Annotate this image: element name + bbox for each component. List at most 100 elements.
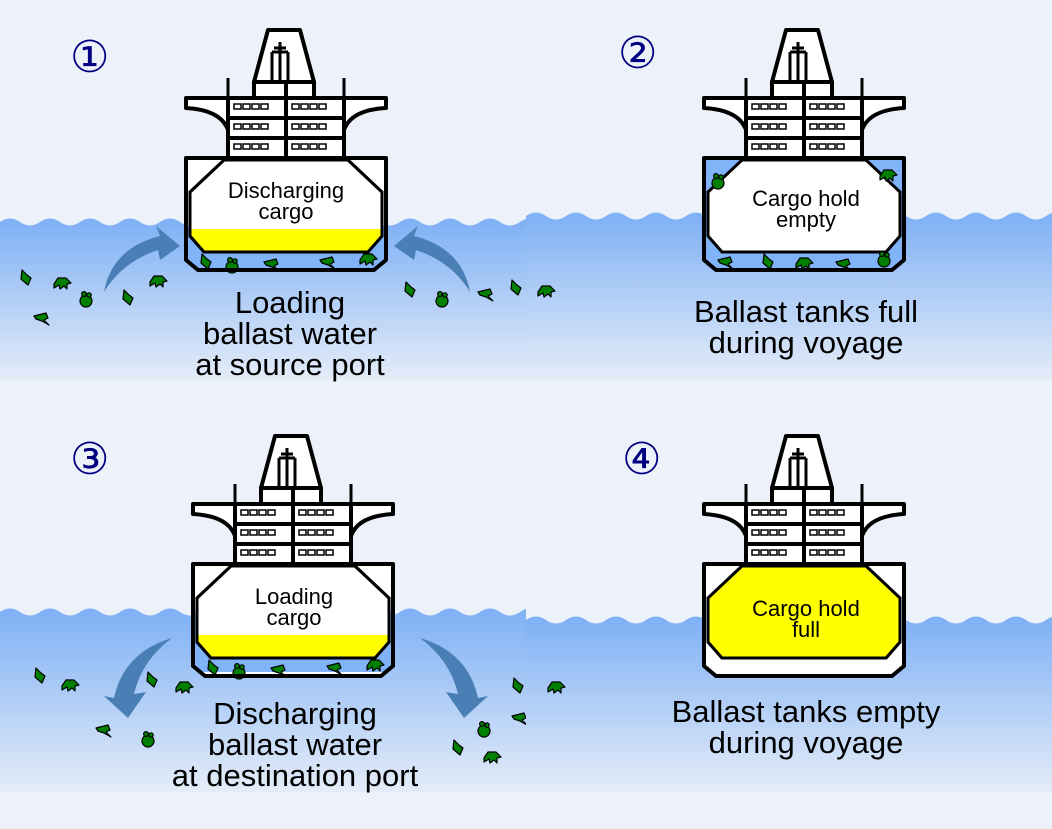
funnel-emblem [788, 42, 808, 82]
organism-icon [319, 256, 336, 270]
organism-icon [149, 275, 168, 288]
window [233, 123, 242, 130]
inflow-arrow-right [394, 226, 470, 292]
scene-step-4 [526, 434, 1052, 792]
organism-icon [141, 730, 155, 748]
step-number-1: ① [70, 32, 110, 83]
panel-step-1: ① Discharging cargo Loading ballast wate… [0, 0, 560, 412]
window [769, 509, 778, 516]
sea-water [0, 218, 560, 380]
window [249, 529, 258, 536]
hull-outline [191, 562, 395, 678]
organism-icon [122, 289, 134, 306]
window [300, 123, 309, 130]
organism-icon [483, 751, 502, 764]
scene-step-1 [0, 28, 560, 380]
window [760, 529, 769, 536]
cargo-hold [706, 158, 902, 254]
window [827, 549, 836, 556]
scene-step-2 [526, 28, 1052, 380]
hull-outline [702, 156, 906, 272]
sea-water [526, 616, 1052, 792]
step-number-4: ④ [622, 434, 662, 485]
window [760, 509, 769, 516]
organism-icon [510, 279, 522, 296]
organism-icon [877, 250, 891, 268]
window [778, 123, 787, 130]
ship [702, 28, 906, 272]
cargo-fill [708, 566, 900, 658]
window [769, 549, 778, 556]
hold-label-3: Loading cargo [254, 584, 334, 630]
window [298, 549, 307, 556]
window [240, 529, 249, 536]
window [242, 123, 251, 130]
organism-icon [95, 724, 112, 738]
window [760, 123, 769, 130]
window [258, 549, 267, 556]
window [818, 529, 827, 536]
ship-funnel [770, 434, 834, 490]
organism-icon [146, 671, 158, 688]
window [316, 509, 325, 516]
window [827, 123, 836, 130]
window [260, 103, 269, 110]
window [249, 549, 258, 556]
outside-organisms [34, 667, 566, 764]
window [751, 123, 760, 130]
window [818, 549, 827, 556]
window [309, 143, 318, 150]
window [251, 103, 260, 110]
window [809, 509, 818, 516]
organism-icon [537, 285, 556, 298]
hold-label-2: Cargo hold empty [752, 186, 860, 232]
window [260, 143, 269, 150]
ship-funnel [252, 28, 316, 84]
window [267, 529, 276, 536]
window [827, 529, 836, 536]
window [836, 143, 845, 150]
window [809, 549, 818, 556]
window [818, 103, 827, 110]
window [778, 509, 787, 516]
organism-icon [359, 253, 378, 266]
window [818, 123, 827, 130]
window [240, 549, 249, 556]
window [307, 529, 316, 536]
window [318, 143, 327, 150]
inflow-arrow-left [104, 226, 180, 292]
window [778, 549, 787, 556]
window [769, 103, 778, 110]
window [769, 123, 778, 130]
window [809, 123, 818, 130]
window [836, 509, 845, 516]
window [818, 143, 827, 150]
window [778, 143, 787, 150]
organism-icon [717, 256, 734, 270]
window [809, 103, 818, 110]
window [827, 143, 836, 150]
window [251, 123, 260, 130]
caption-4: Ballast tanks empty during voyage [671, 694, 941, 760]
window [240, 509, 249, 516]
scene-step-3 [0, 434, 566, 792]
window [251, 143, 260, 150]
cargo-fill [190, 229, 382, 252]
window [751, 143, 760, 150]
window [233, 143, 242, 150]
window [769, 143, 778, 150]
window [818, 509, 827, 516]
window [760, 103, 769, 110]
window [309, 123, 318, 130]
window [318, 103, 327, 110]
organism-icon [200, 253, 212, 270]
window [307, 549, 316, 556]
caption-3: Discharging ballast water at destination… [171, 696, 419, 793]
ship [191, 434, 395, 680]
window [267, 549, 276, 556]
step-number-3: ③ [70, 434, 110, 485]
organism-icon [366, 659, 385, 672]
organism-icon [711, 172, 725, 190]
panel-step-4: ④ Cargo hold full Ballast tanks empty du… [526, 412, 1052, 824]
